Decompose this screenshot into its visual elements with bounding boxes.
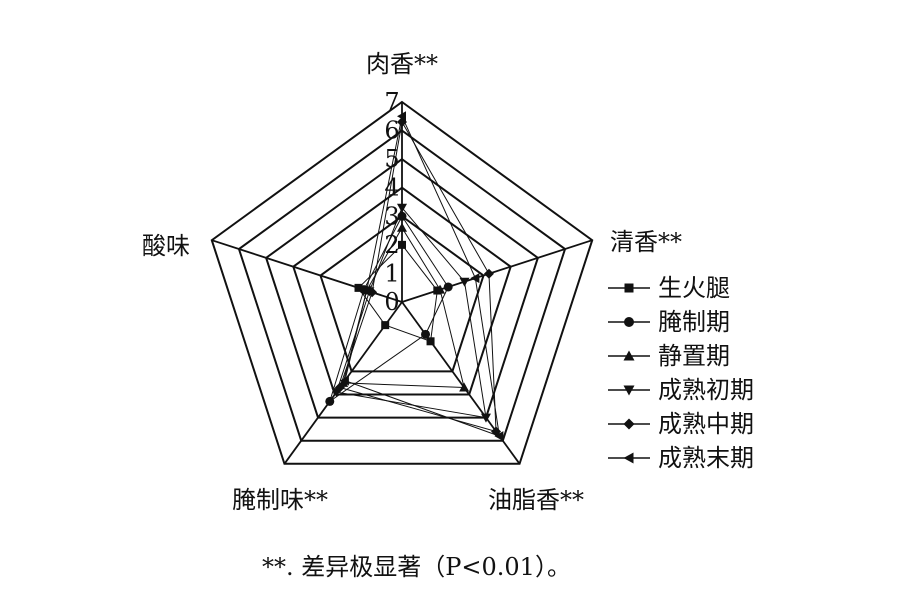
legend-item-2: 静置期: [608, 342, 730, 370]
series-1-point-3: [325, 396, 335, 406]
series-5-point-0: [397, 111, 406, 122]
series-5: [339, 111, 504, 442]
axis-label-4: 酸味: [142, 232, 190, 260]
legend-item-4: 成熟中期: [608, 410, 754, 438]
axis-label-2: 油脂香**: [488, 486, 584, 514]
series-line-0: [357, 244, 438, 342]
legend-marker-5: [623, 452, 634, 464]
series-3-point-0: [397, 203, 407, 213]
legend-label-5: 成熟末期: [658, 444, 754, 472]
grid-ring-4: [292, 186, 512, 396]
series-line-2: [342, 226, 465, 389]
legend-item-1: 腌制期: [608, 308, 730, 336]
legend-item-5: 成熟末期: [608, 444, 754, 472]
series-line-1: [328, 215, 449, 403]
series-1-point-2: [421, 329, 431, 339]
series-5-point-3: [339, 375, 349, 386]
series-0-point-2: [426, 337, 435, 346]
axis-label-3: 腌制味**: [232, 486, 328, 514]
tick-label-3: 3: [384, 202, 399, 230]
series-line-5: [344, 114, 501, 437]
legend-marker-3: [623, 385, 635, 396]
series-3-point-1: [459, 277, 470, 287]
grid-ring-5: [264, 157, 540, 419]
tick-label-4: 4: [384, 174, 399, 202]
radar-grid: [210, 100, 594, 465]
series-2-point-2: [459, 382, 470, 392]
legend-item-0: 生火腿: [608, 274, 730, 302]
series-0-point-3: [381, 321, 390, 330]
series-1-point-1: [443, 282, 453, 292]
tick-label-5: 5: [384, 145, 399, 173]
grid-ring-6: [237, 129, 567, 442]
series-4-point-3: [334, 382, 345, 393]
series-0-point-0: [398, 240, 406, 249]
legend-label-3: 成熟初期: [658, 376, 754, 404]
series-5-point-1: [470, 273, 480, 284]
legend-label-1: 腌制期: [658, 308, 730, 336]
tick-label-6: 6: [384, 117, 399, 145]
series-2-point-1: [435, 284, 446, 294]
legend-marker-2: [623, 350, 635, 361]
legend-item-3: 成熟初期: [608, 376, 754, 404]
tick-label-7: 7: [384, 88, 399, 116]
series-1: [325, 211, 453, 406]
radar-spokes: [211, 102, 593, 465]
series-0-point-4: [354, 283, 363, 292]
legend-marker-1: [624, 317, 634, 327]
axis-label-1: 清香**: [610, 228, 682, 256]
legend-label-4: 成熟中期: [658, 410, 754, 438]
radar-series: [325, 111, 504, 442]
spoke-1: [401, 239, 593, 303]
legend-marker-4: [623, 418, 635, 430]
tick-label-0: 0: [384, 288, 399, 316]
legend-label-0: 生火腿: [658, 274, 730, 302]
series-4-point-1: [483, 268, 494, 279]
radar-axis-labels: 肉香** 清香** 油脂香** 腌制味** 酸味: [142, 50, 682, 514]
legend-label-2: 静置期: [658, 342, 730, 370]
axis-label-0: 肉香**: [366, 50, 438, 78]
series-line-4: [339, 120, 497, 433]
tick-label-1: 1: [384, 259, 399, 287]
series-2-point-0: [397, 222, 407, 232]
footnote: **. 差异极显著（P<0.01）。: [262, 553, 571, 581]
legend-marker-0: [624, 283, 634, 293]
series-5-point-4: [361, 285, 371, 296]
series-3-point-2: [480, 413, 491, 423]
series-5-point-2: [494, 431, 504, 442]
tick-label-2: 2: [384, 231, 399, 259]
grid-ring-7: [210, 100, 594, 465]
